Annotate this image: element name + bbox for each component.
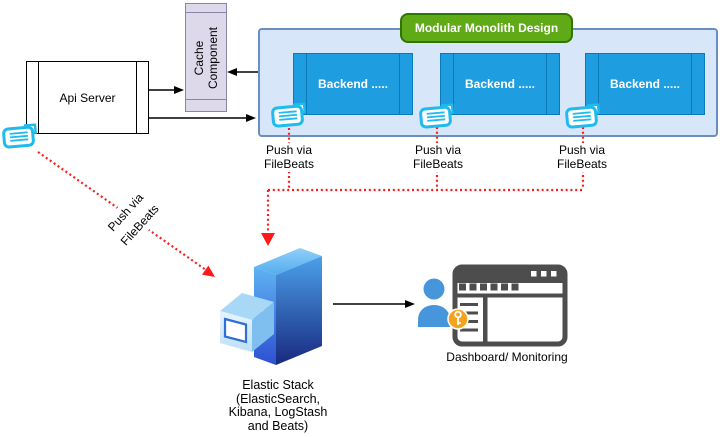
dashboard-icon-group	[418, 264, 568, 347]
process-bar	[399, 54, 400, 114]
cache-component-label: Cache Component	[192, 26, 220, 89]
server-stack-icon	[220, 248, 322, 365]
backend-label-3: Backend .....	[609, 77, 681, 91]
elastic-stack-label: Elastic Stack (ElasticSearch, Kibana, Lo…	[228, 378, 328, 433]
backend-label-1: Backend .....	[317, 77, 389, 91]
arrow-elastic-to-dashboard	[333, 300, 415, 308]
dashboard-label: Dashboard/ Monitoring	[446, 350, 568, 364]
push-via-filebeats-label-rotated: Push via FileBeats	[100, 185, 166, 253]
cache-component-node: Cache Component	[185, 3, 227, 112]
filebeat-icon	[565, 103, 600, 129]
process-bar	[136, 62, 137, 133]
filebeat-icon	[271, 102, 306, 128]
api-server-node: Api Server	[26, 61, 149, 134]
backend-node-2: Backend .....	[440, 53, 560, 115]
arrow-api-to-monolith	[148, 114, 256, 122]
process-bar	[186, 99, 226, 100]
mini-console	[220, 293, 274, 352]
filebeat-icon	[2, 123, 37, 149]
push-via-filebeats-label: Push via FileBeats	[542, 143, 622, 172]
arrow-monolith-to-cache	[227, 68, 258, 76]
api-server-label: Api Server	[59, 90, 116, 105]
process-bar	[691, 54, 692, 114]
backend-node-3: Backend .....	[585, 53, 705, 115]
modular-monolith-title-badge: Modular Monolith Design	[400, 13, 573, 43]
backend-label-2: Backend .....	[464, 77, 536, 91]
push-via-filebeats-label: Push via FileBeats	[249, 143, 329, 172]
process-bar	[546, 54, 547, 114]
process-bar	[598, 54, 599, 114]
arrow-api-to-cache	[148, 86, 184, 94]
key-badge-icon	[447, 308, 469, 330]
process-bar	[453, 54, 454, 114]
process-bar	[306, 54, 307, 114]
browser-window-icon	[452, 264, 568, 347]
filebeat-icon	[419, 103, 454, 129]
backend-node-1: Backend .....	[293, 53, 413, 115]
push-via-filebeats-label: Push via FileBeats	[398, 143, 478, 172]
user-icon	[418, 278, 450, 327]
process-bar	[186, 12, 226, 13]
process-bar	[38, 62, 39, 133]
modular-monolith-title: Modular Monolith Design	[414, 21, 559, 35]
